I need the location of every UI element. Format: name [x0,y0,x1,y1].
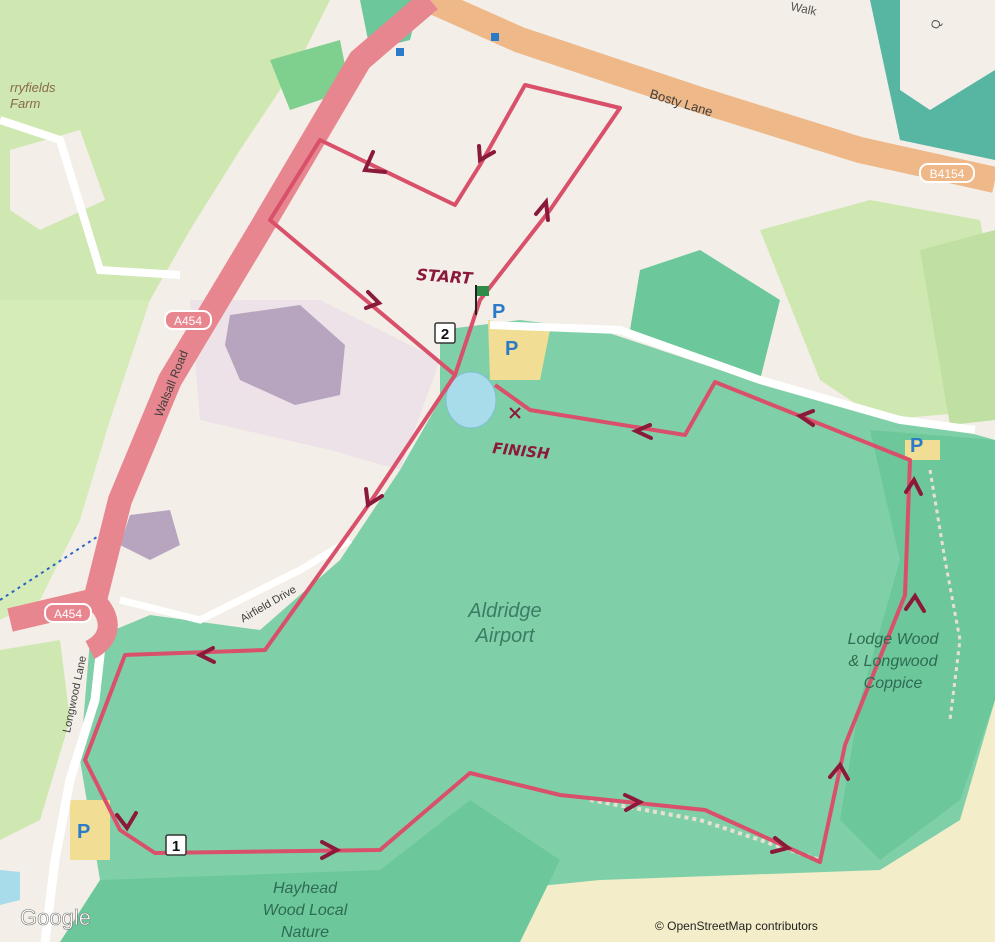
road-shield-label: A454 [174,314,202,328]
small-building [120,510,180,560]
large-building [225,305,345,405]
arrow-icon [828,761,850,781]
field-south-east [520,700,995,942]
aldridge-airport-grass [80,320,995,905]
arrow-icon [364,290,383,310]
label-lodge-line1: Lodge Wood [848,631,940,648]
label-hayhead-line2: Wood Local [263,902,348,919]
arrow-icon [364,487,384,509]
parking-icon[interactable]: P [910,435,923,457]
building-top-right [900,0,995,110]
arrow-icon [770,836,793,854]
waypoint-label: 2 [441,326,449,343]
road-shield-label: A454 [54,607,82,621]
lodge-wood [840,430,995,860]
parking-area-east [905,440,940,460]
arrow-icon [904,592,926,613]
waypoint-marker[interactable]: 1 [165,834,187,856]
waypoint-marker[interactable]: 2 [434,322,456,344]
waypoint-label: 1 [172,838,180,855]
parking-icon[interactable]: P [492,301,505,323]
route-arrows [115,144,926,860]
label-cut-top-2: Q [928,17,944,31]
label-hayhead-line3: Nature [281,924,329,941]
walk-route [83,83,912,864]
arrow-icon [115,811,138,832]
road-shield-a454-bottom: A454 [44,603,92,623]
arrow-icon [795,409,815,427]
annotation-start: START [416,265,474,288]
arrow-icon [631,423,653,440]
bus-stop-marker [396,48,404,56]
arrow-icon [320,840,342,860]
label-cut-top-1: Walk [789,0,819,19]
footpath-east [928,469,962,721]
arrow-icon [362,150,387,174]
parking-area-west [70,800,110,860]
boundary-line [0,534,101,601]
road-shield-label: B4154 [930,167,965,181]
wood-north [630,250,780,380]
label-hayhead-line1: Hayhead [273,880,338,897]
farm-track [0,116,181,279]
bosty-lane-road [424,0,995,193]
label-airport-line2: Airport [475,625,536,647]
road-shield-a454-top: A454 [164,310,212,330]
google-logo: Google [20,905,91,930]
pond [445,371,497,429]
start-flag-icon [475,285,489,315]
water-south-west [0,870,20,905]
hayhead-wood [60,800,560,942]
waypoint-badge [434,322,456,344]
field-far-east [920,230,995,425]
label-lodge-line2: & Longwood [849,653,939,670]
roundabout-a454 [84,592,118,659]
label-farm-line1: rryfields [10,80,56,95]
waypoint-badge [165,834,187,856]
field-south-west [0,640,70,840]
finish-mark-icon [509,407,521,419]
annotation-finish: FINISH [492,439,551,463]
parking-icon[interactable]: P [505,338,518,360]
label-airport-line1: Aldridge [467,600,541,622]
parking-icon[interactable]: P [77,821,90,843]
airfield-drive-road [119,536,352,624]
parking-area-main [488,320,550,380]
arrow-icon [904,476,923,496]
arrow-icon [623,793,645,812]
map-attribution: © OpenStreetMap contributors [655,919,818,933]
arrow-icon [195,646,216,664]
label-farm-line2: Farm [10,96,41,111]
bus-stop-marker [491,33,499,41]
road-shield-b4154: B4154 [919,163,975,183]
longwood-lane-road [40,609,110,942]
arrow-icon [534,197,550,222]
label-lodge-line3: Coppice [864,675,923,692]
arrow-icon [477,144,496,164]
lane-east [489,321,976,434]
field-west [0,300,150,620]
